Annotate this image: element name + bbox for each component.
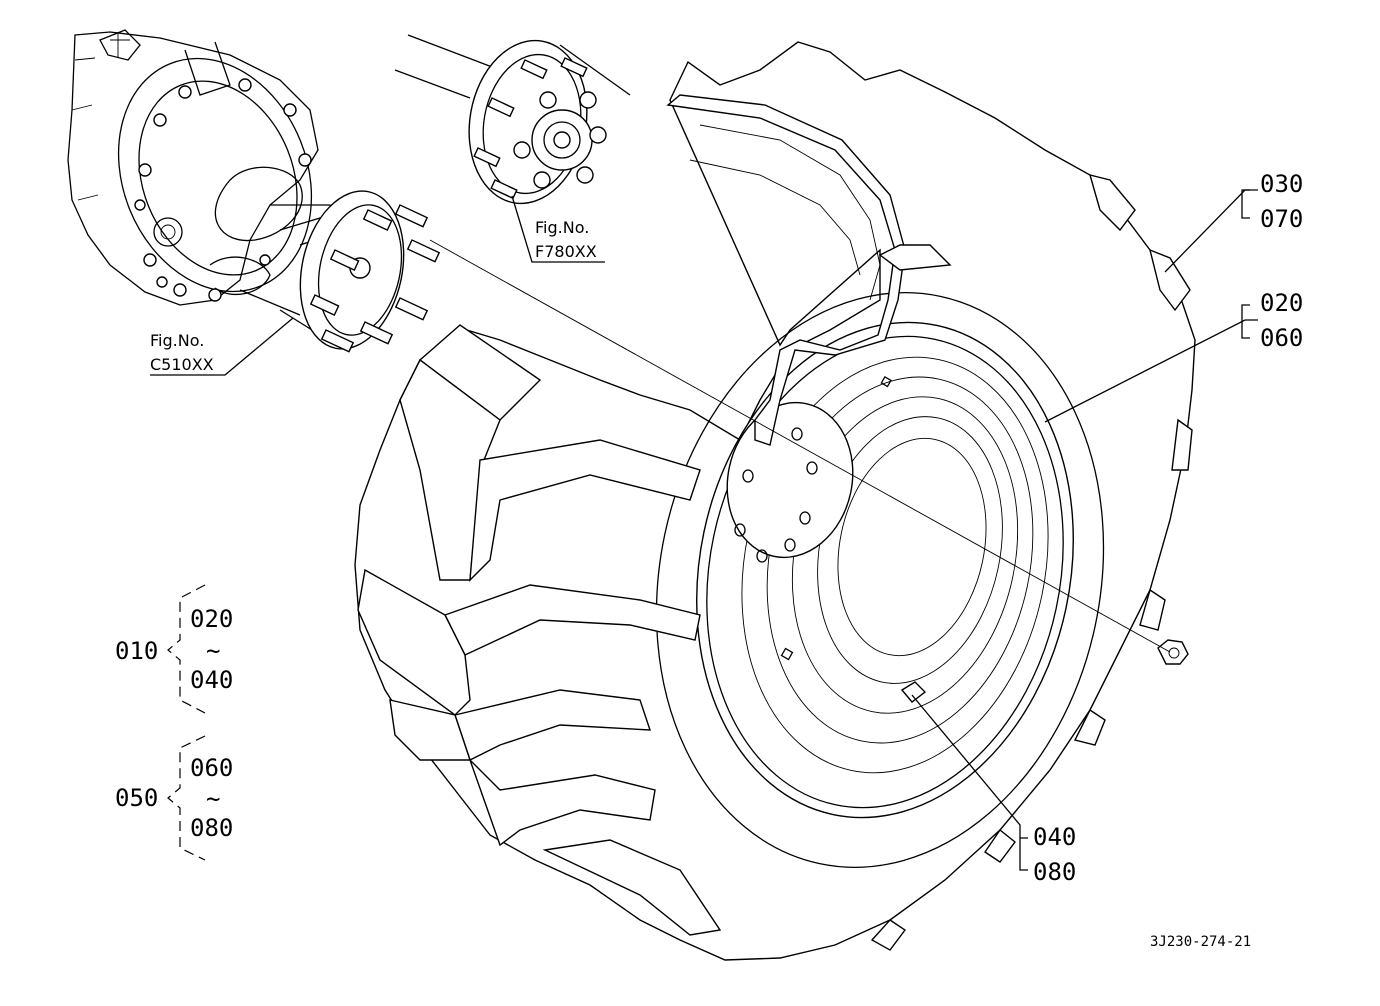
assembly-id: 050 [115,784,158,812]
callout-labels: 030 070 020 060 040 080 [1033,170,1303,886]
assembly-from: 060 [190,754,233,782]
tractor-tire [354,41,1196,961]
callout-nut-1: 040 [1033,823,1076,851]
front-hub-studs [473,57,607,200]
assembly-to: 080 [190,814,233,842]
drawing-number: 3J230-274-21 [1150,934,1251,950]
callout-brackets [1019,189,1250,871]
assembly-010: 010 020 ~ 040 [115,605,233,694]
figure-reference-f780: Fig.No. F780XX [535,218,597,261]
assembly-brackets [167,584,206,861]
fig-ref-prefix: Fig.No. [535,218,589,237]
fig-ref-prefix: Fig.No. [150,331,204,350]
hub-studs [309,204,441,353]
callout-nut-2: 080 [1033,858,1076,886]
rim-bolt-holes [734,427,818,563]
left-wheel-hub [279,190,441,353]
axis-line [429,239,1171,653]
assembly-range-mark: ~ [206,637,220,665]
housing-bolts [134,78,312,302]
callout-tire-1: 030 [1260,170,1303,198]
assembly-from: 020 [190,605,233,633]
tread-lugs [357,244,952,936]
assembly-range-mark: ~ [206,785,220,813]
assembly-050: 050 060 ~ 080 [115,754,233,842]
fig-ref-code: F780XX [535,242,597,261]
assembly-id: 010 [115,637,158,665]
callout-rim-2: 060 [1260,324,1303,352]
callout-rim-1: 020 [1260,289,1303,317]
fig-ref-code: C510XX [150,355,214,374]
callout-tire-2: 070 [1260,205,1303,233]
front-hub [394,34,631,205]
figure-reference-c510: Fig.No. C510XX [150,331,214,374]
wheel-nut [1157,639,1189,665]
far-tread-lugs [870,174,1193,951]
assembly-to: 040 [190,666,233,694]
